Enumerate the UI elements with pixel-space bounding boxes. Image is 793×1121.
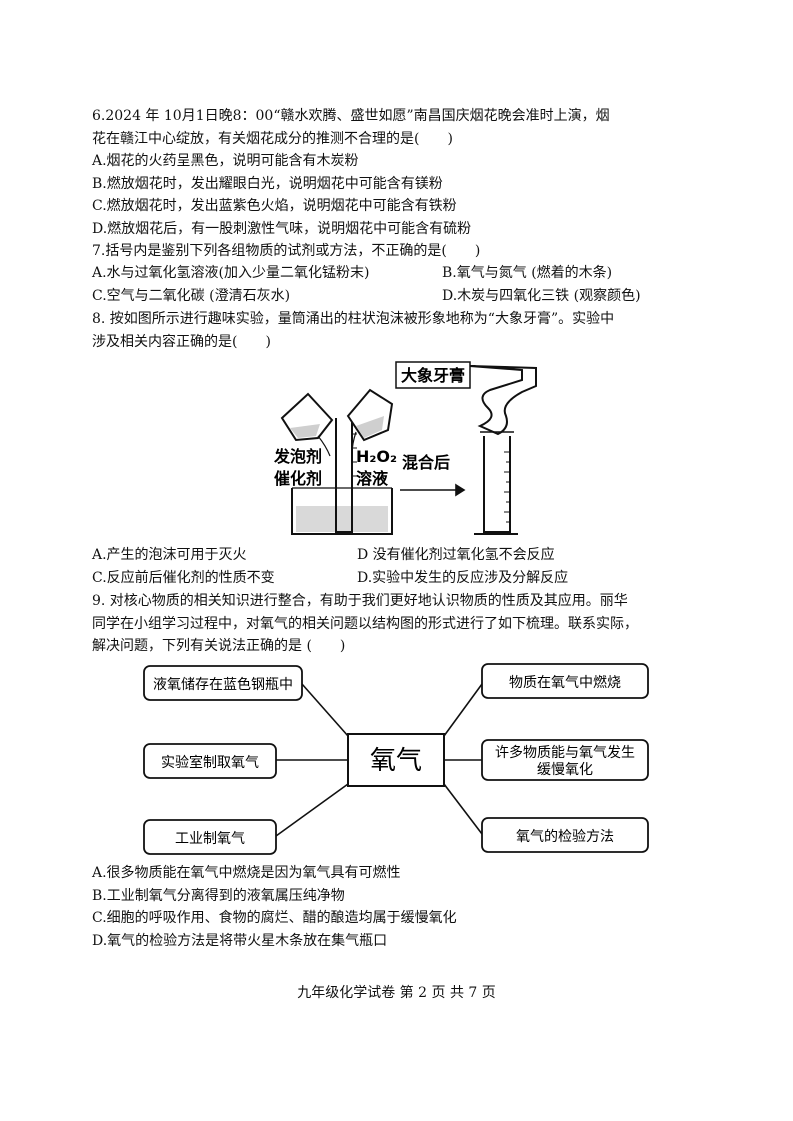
q6-stem-line1: 6.2024 年 10月1日晚8：00“赣水欢腾、盛世如愿”南昌国庆烟花晚会准时… xyxy=(92,108,610,124)
q8-option-d: D.实验中发生的反应涉及分解反应 xyxy=(357,569,569,586)
graduated-cylinder xyxy=(474,431,518,535)
q9-option-b: B.工业制氧气分离得到的液氧属压纯净物 xyxy=(92,887,345,904)
node-right-top-label: 物质在氧气中燃烧 xyxy=(509,674,621,691)
node-right-mid: 许多物质能与氧气发生 缓慢氧化 xyxy=(481,739,649,781)
label-solution: 溶液 xyxy=(356,469,389,488)
oxygen-structure-diagram: 氧气 液氧储存在蓝色钢瓶中 实验室制取氧气 工业制氧气 物质在氧气中燃烧 许多物… xyxy=(143,663,649,855)
label-elephant-toothpaste: 大象牙膏 xyxy=(401,366,465,385)
mixing-beaker xyxy=(291,418,393,535)
node-left-top-label: 液氧储存在蓝色钢瓶中 xyxy=(153,676,293,693)
node-right-bottom-label: 氧气的检验方法 xyxy=(516,829,614,845)
question-9: 9. 对核心物质的相关知识进行整合，有助于我们更好地认识物质的性质及其应用。丽华… xyxy=(92,590,702,658)
arrow-right-icon xyxy=(400,483,466,497)
q6-option-b: B.燃放烟花时，发出耀眼白光，说明烟花中可能含有镁粉 xyxy=(92,175,443,192)
node-left-mid: 实验室制取氧气 xyxy=(143,743,277,779)
node-right-mid-label-2: 缓慢氧化 xyxy=(537,761,593,778)
foam-column xyxy=(469,365,537,436)
q9-options: A.很多物质能在氧气中燃烧是因为氧气具有可燃性 B.工业制氧气分离得到的液氧属压… xyxy=(92,862,702,952)
question-6: 6.2024 年 10月1日晚8：00“赣水欢腾、盛世如愿”南昌国庆烟花晚会准时… xyxy=(92,105,702,240)
node-left-bottom: 工业制氧气 xyxy=(143,819,277,855)
q8-option-a: A.产生的泡沫可用于灭火 xyxy=(92,547,247,563)
q8-option-c: C.反应前后催化剂的性质不变 xyxy=(92,569,275,586)
page-footer: 九年级化学试卷 第 2 页 共 7 页 xyxy=(297,985,496,1001)
label-h2o2: H₂O₂ xyxy=(356,447,397,466)
q6-stem-line2: 花在赣江中心绽放，有关烟花成分的推测不合理的是( ) xyxy=(92,130,453,147)
q9-option-d: D.氧气的检验方法是将带火星木条放在集气瓶口 xyxy=(92,932,388,949)
node-right-mid-label-1: 许多物质能与氧气发生 xyxy=(495,744,635,761)
node-left-top: 液氧储存在蓝色钢瓶中 xyxy=(143,665,303,701)
q8-stem-line1: 8. 按如图所示进行趣味实验，量筒涌出的柱状泡沫被形象地称为“大象牙膏”。实验中 xyxy=(92,311,615,327)
q9-option-c: C.细胞的呼吸作用、食物的腐烂、醋的酿造均属于缓慢氧化 xyxy=(92,910,457,926)
node-right-bottom: 氧气的检验方法 xyxy=(481,817,649,853)
q9-stem-line1: 9. 对核心物质的相关知识进行整合，有助于我们更好地认识物质的性质及其应用。丽华 xyxy=(92,593,628,609)
q7-stem: 7.括号内是鉴别下列各组物质的试剂或方法，不正确的是( ) xyxy=(92,243,481,259)
diagram-connectors xyxy=(275,683,483,837)
q8-option-b: D 没有催化剂过氧化氢不会反应 xyxy=(357,547,555,563)
q7-option-c: C.空气与二氧化碳 (澄清石灰水) xyxy=(92,287,291,304)
label-foaming-agent: 发泡剂 xyxy=(273,447,322,466)
q7-option-b: B.氧气与氮气 (燃着的木条) xyxy=(442,265,613,281)
q8-stem-line2: 涉及相关内容正确的是( ) xyxy=(92,333,271,350)
center-label-oxygen: 氧气 xyxy=(370,746,422,776)
pouring-cup-right xyxy=(346,388,394,455)
q8-experiment-figure: 发泡剂 催化剂 H₂O₂ 溶液 混合后 大象牙膏 xyxy=(273,361,537,535)
question-7: 7.括号内是鉴别下列各组物质的试剂或方法，不正确的是( ) xyxy=(92,240,702,263)
q6-option-a: A.烟花的火药呈黑色，说明可能含有木炭粉 xyxy=(92,153,359,169)
q7-option-d: D.木炭与四氧化三铁 (观察颜色) xyxy=(442,287,641,304)
q9-option-a: A.很多物质能在氧气中燃烧是因为氧气具有可燃性 xyxy=(92,865,401,881)
label-catalyst: 催化剂 xyxy=(274,469,322,488)
node-left-mid-label: 实验室制取氧气 xyxy=(161,754,259,771)
q6-option-c: C.燃放烟花时，发出蓝紫色火焰，说明烟花中可能含有铁粉 xyxy=(92,198,457,214)
label-after-mixing: 混合后 xyxy=(402,453,450,472)
question-8: 8. 按如图所示进行趣味实验，量筒涌出的柱状泡沫被形象地称为“大象牙膏”。实验中… xyxy=(92,308,702,353)
q9-stem-line2: 同学在小组学习过程中，对氧气的相关问题以结构图的形式进行了如下梳理。联系实际， xyxy=(92,615,638,632)
node-left-bottom-label: 工业制氧气 xyxy=(175,831,245,847)
pouring-cup-left xyxy=(280,392,334,457)
q7-option-a: A.水与过氧化氢溶液(加入少量二氧化锰粉末) xyxy=(92,265,370,281)
q6-option-d: D.燃放烟花后，有一股刺激性气味，说明烟花中可能含有硫粉 xyxy=(92,220,472,237)
toothpaste-label-box: 大象牙膏 xyxy=(395,361,471,389)
node-right-top: 物质在氧气中燃烧 xyxy=(481,663,649,699)
center-node: 氧气 xyxy=(347,733,445,787)
q9-stem-line3: 解决问题，下列有关说法正确的是 ( ) xyxy=(92,638,346,654)
